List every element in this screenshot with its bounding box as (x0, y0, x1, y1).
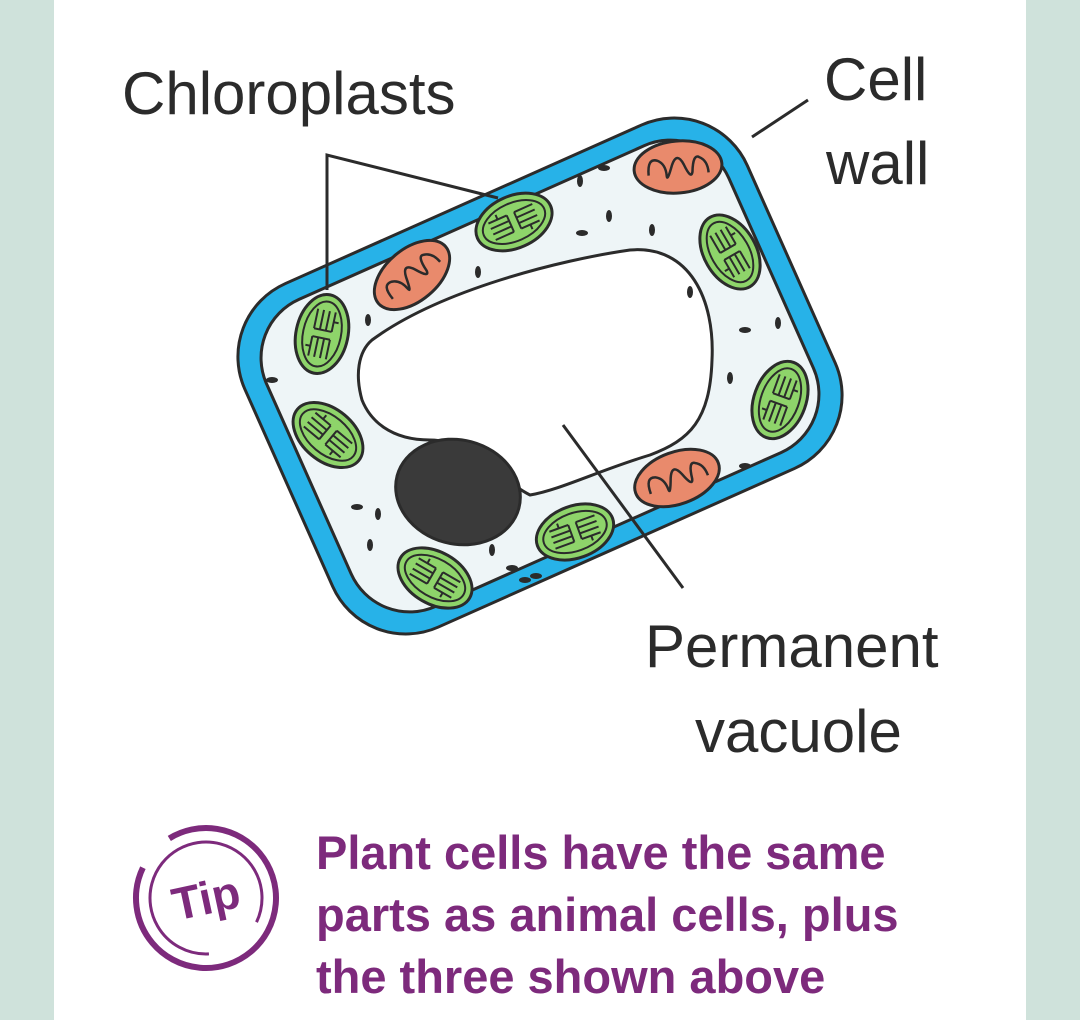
vacuole-leader-line (561, 424, 685, 589)
vacuole-label-line2: vacuole (695, 698, 902, 765)
tip-text-line3: the three shown above (316, 950, 826, 1003)
cell-wall-leader-line (751, 98, 809, 139)
tip-text: Plant cells have the same parts as anima… (316, 822, 966, 1008)
vacuole-shape (356, 248, 714, 497)
chloroplasts-label: Chloroplasts (122, 60, 456, 127)
vacuole-label-line1: Permanent (645, 613, 939, 680)
cytoplasm-dots (266, 165, 781, 583)
tip-text-line1: Plant cells have the same (316, 826, 886, 879)
tip-badge: Tip (133, 825, 279, 971)
label-leader-lines (325, 98, 809, 589)
tip-badge-text: Tip (167, 865, 244, 930)
cell-wall-label-line2: wall (826, 130, 930, 197)
cell-wall-label-line1: Cell (824, 46, 928, 113)
tip-badge-ring (133, 825, 279, 971)
tip-text-line2: parts as animal cells, plus (316, 888, 899, 941)
chloroplast-leader-line (325, 153, 499, 290)
nucleus-shape (394, 437, 522, 547)
